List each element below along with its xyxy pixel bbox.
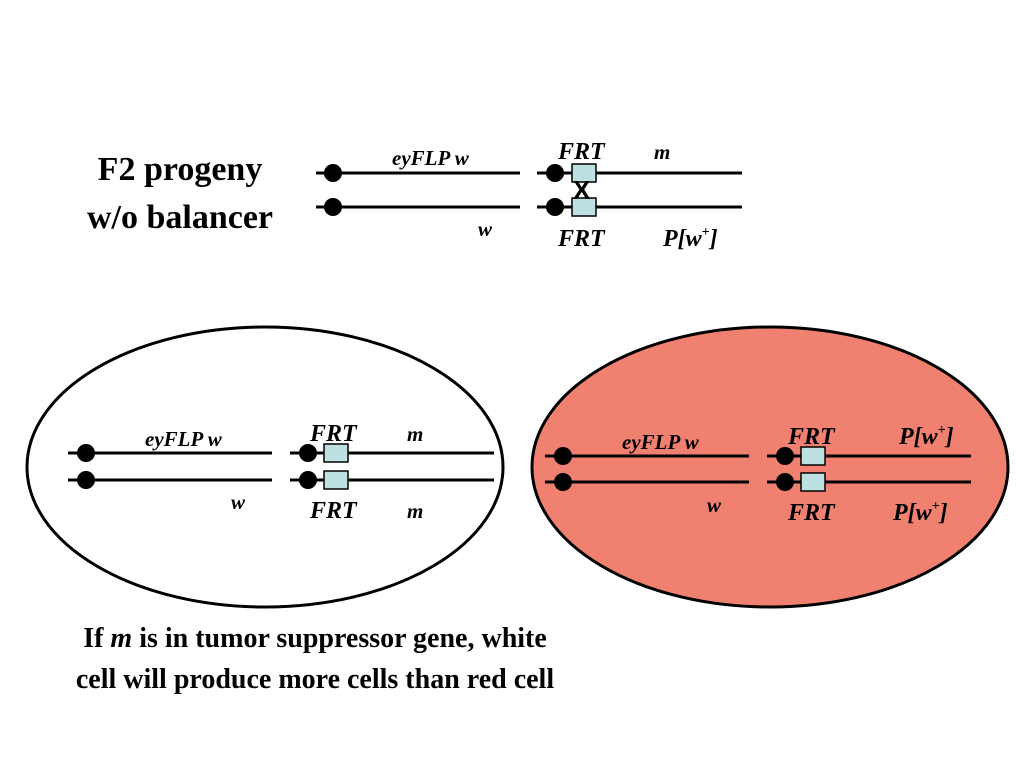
top-chrom2-frt-label: FRT — [557, 226, 606, 252]
red-chrom1-centromere-right — [776, 447, 794, 465]
caption-line-1: If m is in tumor suppressor gene, white — [10, 618, 620, 659]
red-chrom2-centromere-right — [776, 473, 794, 491]
red-chrom2-right-label-close: ] — [938, 500, 948, 526]
red-chrom1-right-label-sup: + — [938, 423, 946, 438]
red-chrom2-left-label: w — [707, 493, 722, 517]
white-cell-chromosome-pair: eyFLP w w FRT FRT m m — [68, 421, 494, 524]
white-chrom1-centromere — [77, 444, 95, 462]
white-chrom2-frt-label: FRT — [309, 498, 358, 524]
heading-line-1: F2 progeny — [97, 151, 263, 188]
top-chrom2-right-label-close: ] — [708, 226, 718, 252]
white-chrom2-centromere — [77, 471, 95, 489]
white-chrom1-frt-box — [323, 443, 349, 463]
white-cell — [25, 325, 505, 609]
top-chrom2-right-label: P[w+] — [662, 225, 718, 252]
top-chrom1-centromere — [324, 164, 342, 182]
top-chrom2-left-label: w — [478, 217, 493, 241]
top-chrom1-frt-label: FRT — [557, 139, 606, 165]
white-chrom2-left-label: w — [231, 490, 246, 514]
red-cell-chromosome-pair: eyFLP w w FRT FRT P[w+] P[w+] — [545, 423, 971, 526]
white-chrom2-centromere-right — [299, 471, 317, 489]
red-chrom1-right-label-close: ] — [944, 424, 954, 450]
heading-line-2: w/o balancer — [86, 199, 274, 236]
caption-gene: m — [110, 623, 133, 654]
slide-heading: F2 progeny w/o balancer — [30, 146, 330, 242]
white-chrom2-frt-box — [323, 470, 349, 490]
red-chrom2-right-label-sup: + — [932, 499, 940, 514]
red-chrom2-frt-box — [800, 472, 826, 492]
caption-line-1-start: If — [83, 623, 111, 654]
caption-line-2: cell will produce more cells than red ce… — [75, 664, 555, 695]
caption-line-1-end: is in tumor suppressor gene, white — [132, 623, 547, 654]
top-chrom1-right-label: m — [654, 140, 670, 164]
top-chrom2-centromere — [324, 198, 342, 216]
red-chrom2-frt-label: FRT — [787, 500, 836, 526]
white-chrom1-centromere-right — [299, 444, 317, 462]
red-chrom1-frt-label: FRT — [787, 424, 836, 450]
top-chrom2-frt-box — [571, 197, 597, 217]
top-chromosome-pair: eyFLP w w FRT FRT m P[w+] X — [316, 139, 742, 252]
top-chrom1-centromere-right — [546, 164, 564, 182]
red-chrom1-centromere — [554, 447, 572, 465]
white-chrom2-right-label: m — [407, 499, 423, 523]
white-chrom1-left-label: eyFLP w — [145, 427, 223, 451]
white-chrom1-right-label: m — [407, 422, 423, 446]
red-chrom2-right-label: P[w+] — [892, 499, 948, 526]
red-chrom1-right-label: P[w+] — [898, 423, 954, 450]
top-chrom2-right-label-sup: + — [702, 225, 710, 240]
top-chrom1-frt-box — [571, 163, 597, 183]
red-chrom2-right-label-base: P[w — [892, 500, 933, 526]
top-chrom1-left-label: eyFLP w — [392, 146, 470, 170]
crossover-mark: X — [573, 175, 591, 205]
red-chrom1-right-label-base: P[w — [898, 424, 939, 450]
top-chrom2-right-label-base: P[w — [662, 226, 703, 252]
white-chrom1-frt-label: FRT — [309, 421, 358, 447]
red-chrom2-centromere — [554, 473, 572, 491]
top-chrom2-centromere-right — [546, 198, 564, 216]
red-chrom1-frt-box — [800, 446, 826, 466]
red-chrom1-left-label: eyFLP w — [622, 430, 700, 454]
red-cell — [530, 325, 1010, 609]
slide-caption: If m is in tumor suppressor gene, white … — [10, 618, 620, 700]
